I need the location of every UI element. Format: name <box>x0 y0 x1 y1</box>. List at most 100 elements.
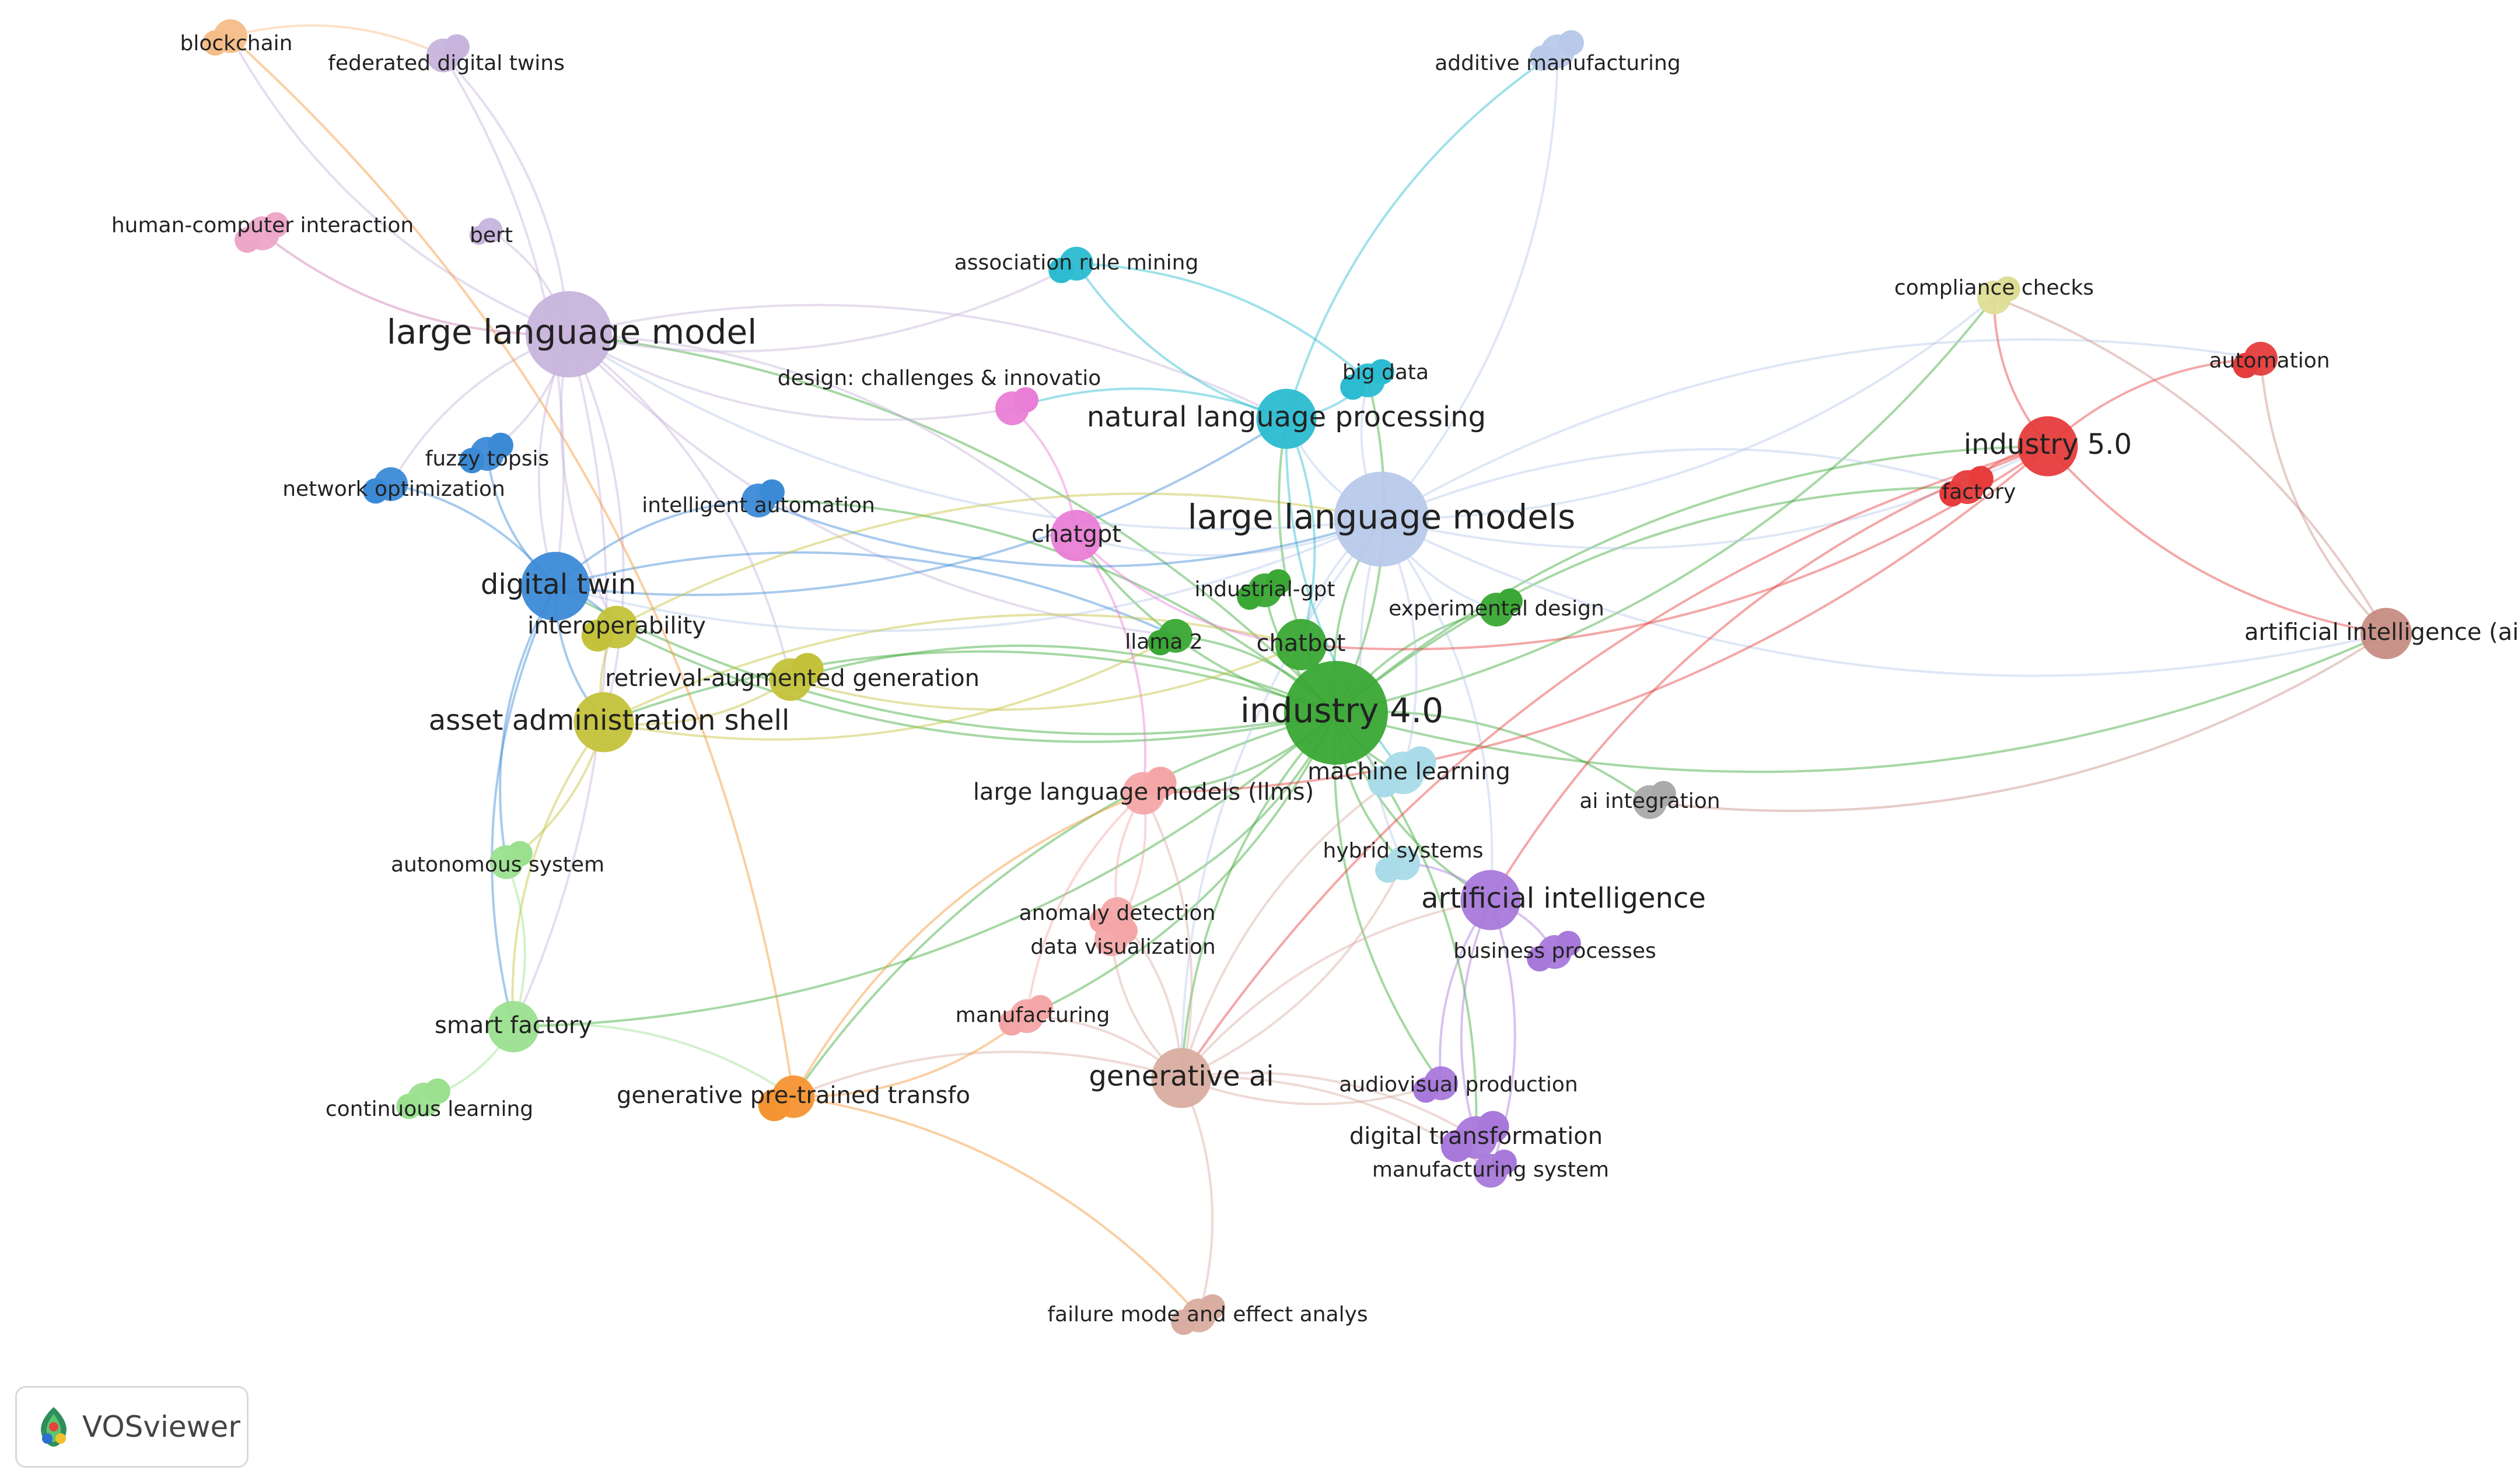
node-sf[interactable] <box>488 1001 539 1052</box>
node-contlearn[interactable] <box>396 1078 450 1119</box>
node-circle[interactable] <box>526 291 612 377</box>
node-interop[interactable] <box>581 606 638 652</box>
node-aiint[interactable] <box>1633 780 1676 819</box>
node-arm[interactable] <box>1048 247 1093 284</box>
node-chatgpt[interactable] <box>1051 510 1102 561</box>
node-design[interactable] <box>995 387 1038 425</box>
node-circle[interactable] <box>1051 510 1102 561</box>
edge-dt-llama <box>555 551 1176 637</box>
node-circle[interactable] <box>2017 416 2078 477</box>
node-indgpt[interactable] <box>1237 569 1291 610</box>
node-manufacturing[interactable] <box>999 995 1053 1036</box>
node-industry40[interactable] <box>1284 661 1388 765</box>
node-circle[interactable] <box>1351 363 1385 397</box>
node-circle[interactable] <box>477 218 503 243</box>
node-fmea[interactable] <box>1171 1294 1225 1335</box>
node-circle[interactable] <box>1454 1116 1498 1159</box>
node-dt[interactable] <box>521 552 590 621</box>
node-circle[interactable] <box>1977 281 2011 314</box>
node-llm[interactable] <box>526 291 612 377</box>
node-llms[interactable] <box>1334 471 1429 567</box>
node-circle[interactable] <box>2360 608 2412 659</box>
node-circle[interactable] <box>742 484 775 517</box>
node-ind50[interactable] <box>2017 416 2078 477</box>
node-ai[interactable] <box>1460 870 1521 930</box>
node-bizproc[interactable] <box>1527 930 1581 972</box>
node-circle[interactable] <box>1256 388 1317 449</box>
node-compliance[interactable] <box>1977 276 2020 314</box>
node-intauto[interactable] <box>742 479 785 517</box>
node-circle[interactable] <box>1010 999 1044 1033</box>
node-circle[interactable] <box>1386 846 1420 880</box>
node-hybrid[interactable] <box>1375 846 1420 883</box>
node-fedtwin[interactable] <box>426 34 470 72</box>
node-addman[interactable] <box>1530 30 1584 71</box>
node-bert[interactable] <box>469 218 503 245</box>
node-circle[interactable] <box>1182 1298 1216 1332</box>
brand-name: VOSviewer <box>82 1410 240 1444</box>
node-llmsl[interactable] <box>1122 766 1177 815</box>
node-netopt[interactable] <box>363 467 408 504</box>
node-bigdata[interactable] <box>1340 359 1394 400</box>
node-circle[interactable] <box>407 1083 441 1116</box>
node-circle[interactable] <box>1334 471 1429 567</box>
node-circle[interactable] <box>374 467 408 501</box>
node-circle[interactable] <box>1275 619 1327 670</box>
node-circle[interactable] <box>1248 573 1282 607</box>
node-circle[interactable] <box>246 216 279 250</box>
node-circle[interactable] <box>595 606 638 649</box>
node-circle[interactable] <box>1094 922 1128 956</box>
node-circle[interactable] <box>489 845 523 879</box>
node-circle[interactable] <box>214 19 247 53</box>
edge-genai-fmea <box>1180 1077 1214 1316</box>
node-fuzzy[interactable] <box>459 432 513 474</box>
node-circle[interactable] <box>426 38 460 72</box>
node-circle[interactable] <box>1541 34 1575 68</box>
node-automation[interactable] <box>2233 342 2278 379</box>
edge-aas-chatbot <box>603 613 1302 723</box>
node-circle[interactable] <box>1424 1066 1458 1100</box>
node-circle[interactable] <box>521 552 590 621</box>
node-blockchain[interactable] <box>202 19 247 56</box>
node-mansys[interactable] <box>1474 1149 1517 1188</box>
node-ml[interactable] <box>1368 746 1436 797</box>
node-circle[interactable] <box>1151 1048 1212 1108</box>
node-circle[interactable] <box>995 391 1029 425</box>
node-dataviz[interactable] <box>1094 918 1138 956</box>
node-circle[interactable] <box>1059 247 1093 281</box>
node-circle[interactable] <box>1159 619 1192 653</box>
vosviewer-logo[interactable]: VOSviewer <box>15 1386 249 1468</box>
node-audiovis[interactable] <box>1413 1066 1458 1103</box>
node-rag[interactable] <box>769 653 824 701</box>
node-aas[interactable] <box>573 692 634 752</box>
node-expdes[interactable] <box>1480 588 1523 626</box>
node-factory[interactable] <box>1939 466 1994 507</box>
node-genai[interactable] <box>1151 1048 1212 1108</box>
node-circle[interactable] <box>1480 593 1513 626</box>
node-circle[interactable] <box>573 692 634 752</box>
node-autosys[interactable] <box>489 841 533 879</box>
node-circle[interactable] <box>488 1001 539 1052</box>
node-aiai[interactable] <box>2360 608 2412 659</box>
node-circle[interactable] <box>1460 870 1521 930</box>
node-chatbot[interactable] <box>1275 619 1327 670</box>
node-circle[interactable] <box>1538 935 1572 969</box>
node-circle[interactable] <box>1474 1154 1508 1188</box>
node-nlp[interactable] <box>1256 388 1317 449</box>
node-circle[interactable] <box>1950 470 1984 504</box>
edge-nlp-chatbot <box>1285 418 1316 645</box>
node-circle[interactable] <box>470 437 504 471</box>
node-dtr[interactable] <box>1440 1111 1509 1162</box>
node-gpt[interactable] <box>758 1075 815 1121</box>
node-circle[interactable] <box>1122 772 1165 815</box>
node-llama[interactable] <box>1148 619 1192 656</box>
node-circle[interactable] <box>1382 751 1425 794</box>
node-circle[interactable] <box>1284 661 1388 765</box>
node-circle[interactable] <box>1633 785 1667 819</box>
label-expdes: experimental design <box>1389 597 1604 621</box>
node-hci[interactable] <box>235 212 289 253</box>
node-circle[interactable] <box>769 658 812 701</box>
edge-industry40-sf <box>513 712 1337 1028</box>
node-circle[interactable] <box>2244 342 2278 376</box>
node-circle[interactable] <box>772 1075 815 1118</box>
